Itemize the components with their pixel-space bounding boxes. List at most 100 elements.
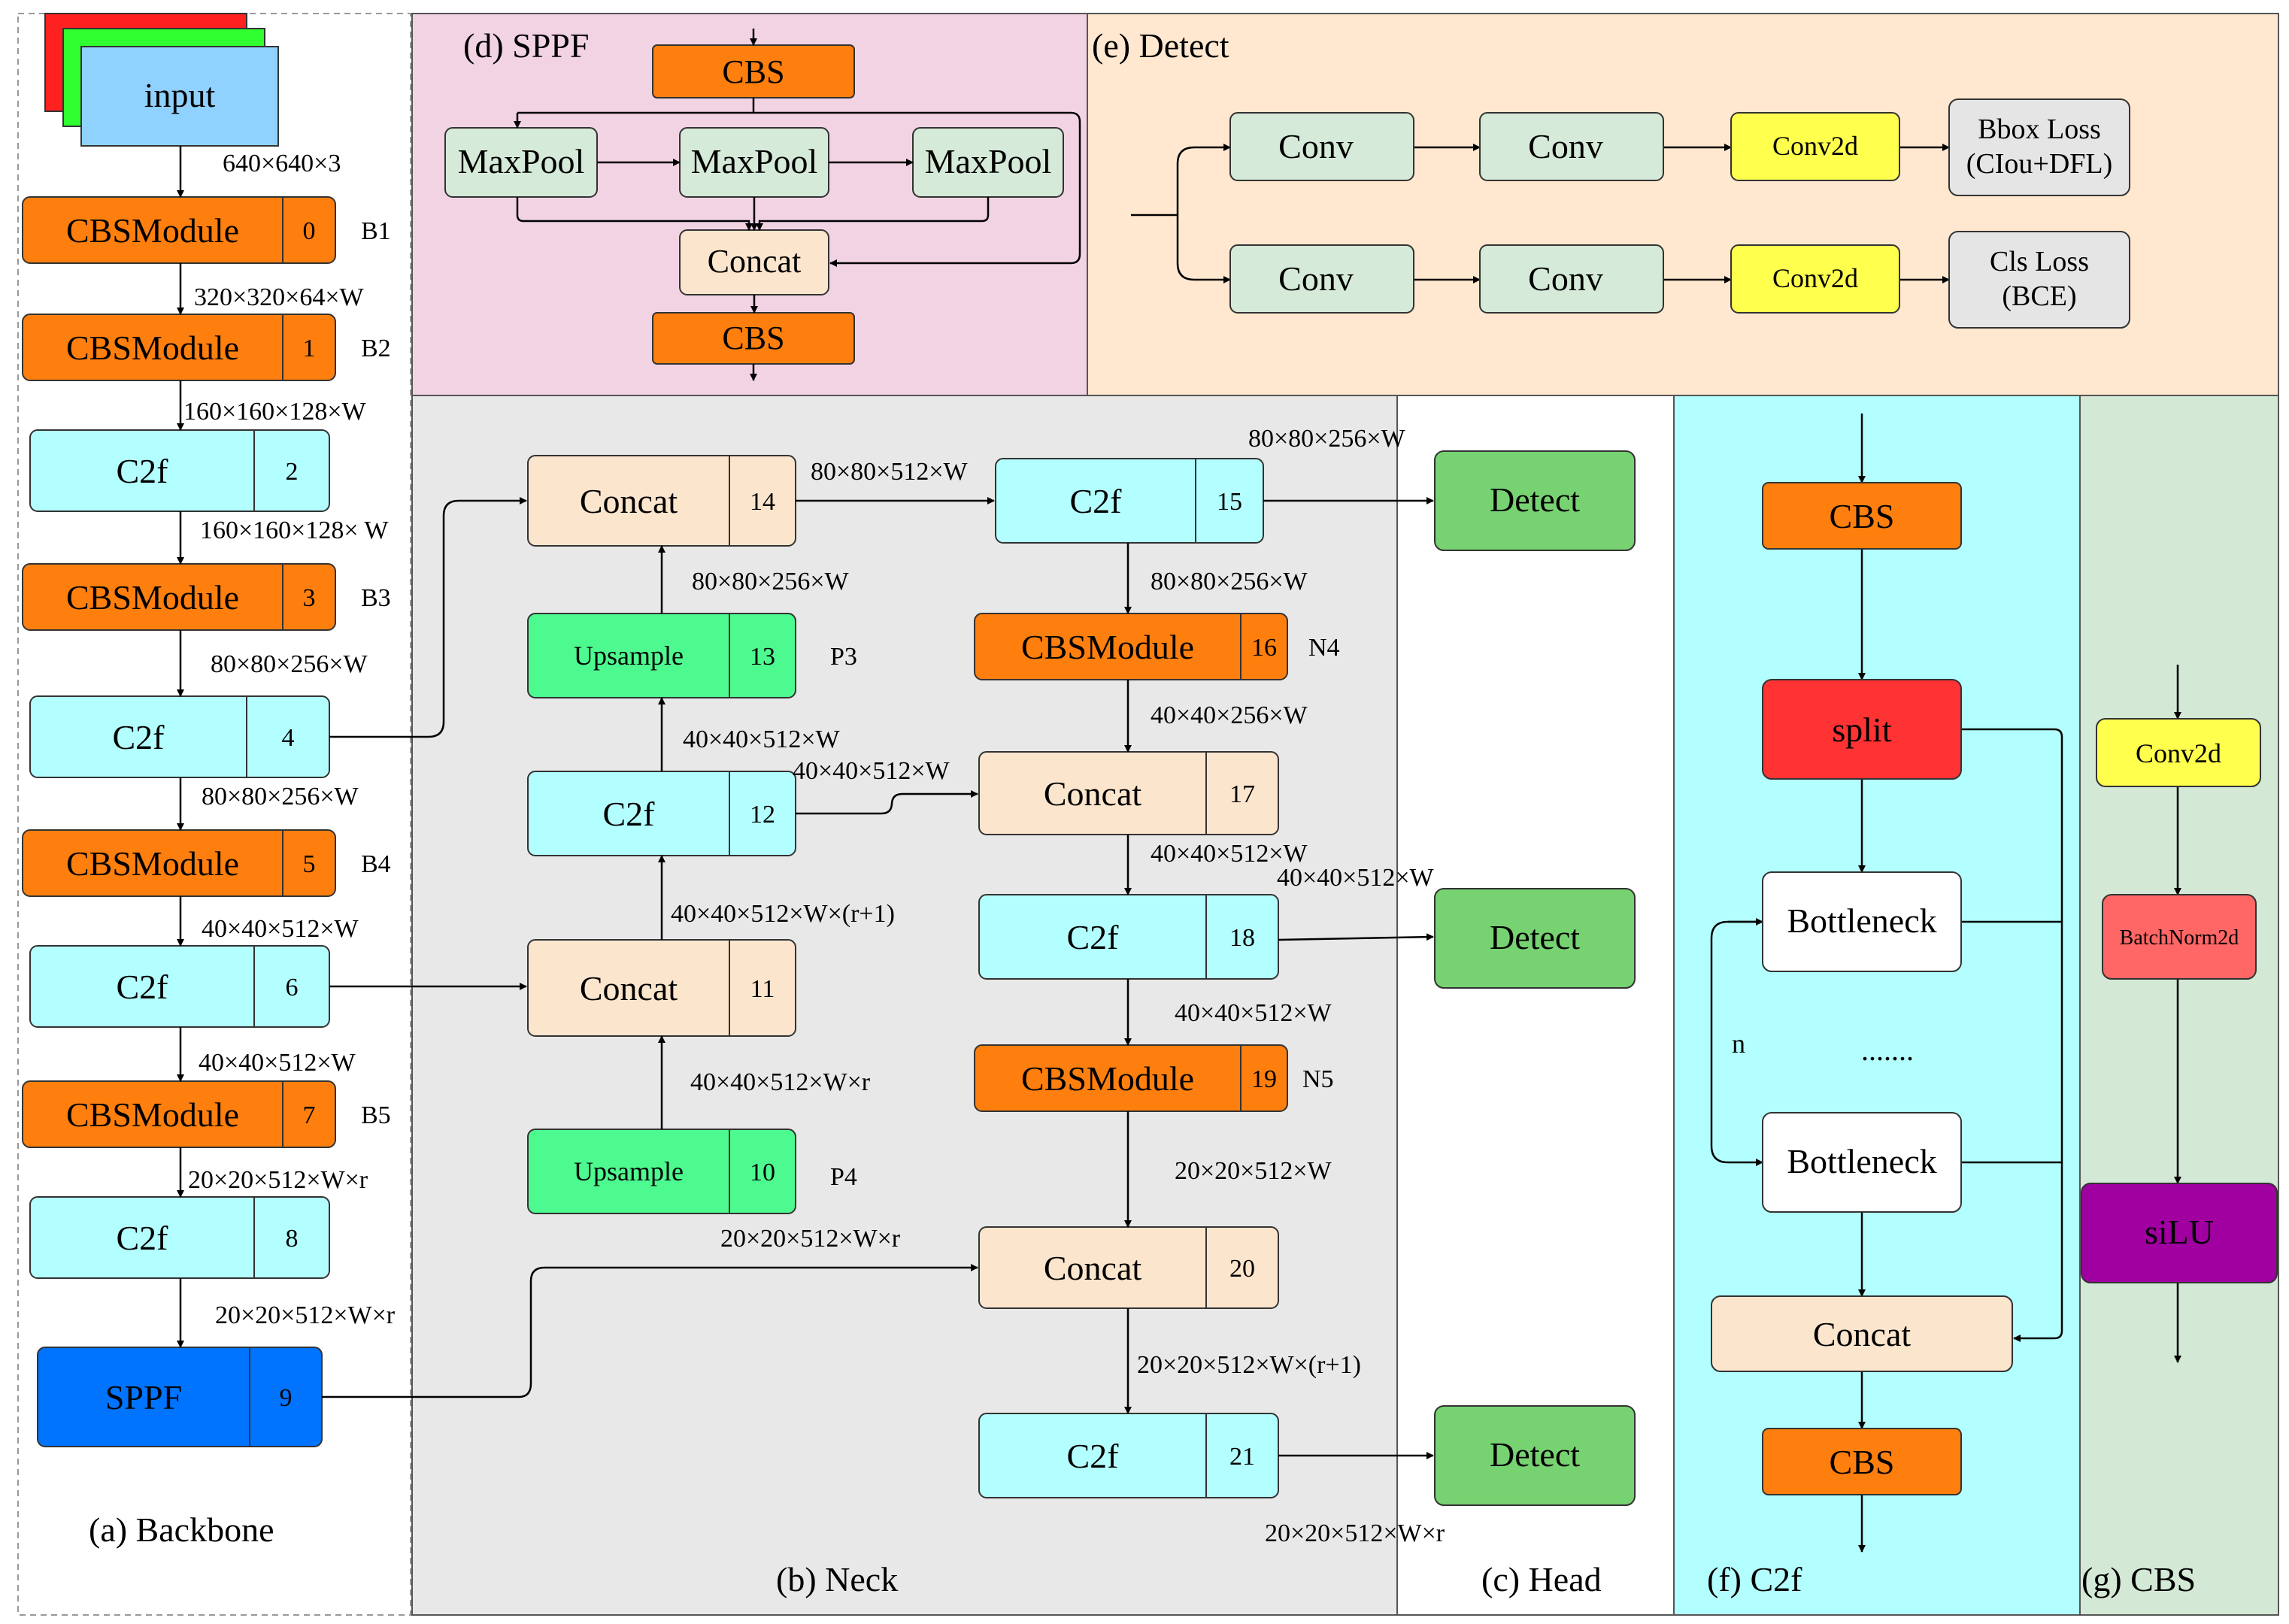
neck-block-19: CBSModule 19: [974, 1044, 1288, 1112]
c2f-cbs-bottom-label: CBS: [1830, 1443, 1895, 1481]
block-tag: B3: [361, 584, 391, 612]
block-label: SPPF: [105, 1378, 182, 1416]
dim-12-17: 40×40×512×W: [793, 757, 950, 785]
dim-12-13: 40×40×512×W: [683, 726, 841, 753]
sppf-cbs-bottom-label: CBS: [722, 320, 784, 356]
block-index: 13: [750, 643, 775, 671]
block-tag: B4: [361, 850, 391, 878]
c2f-bottleneck-2-label: Bottleneck: [1787, 1142, 1936, 1180]
block-index: 16: [1251, 634, 1277, 662]
dim-9-20: 20×20×512×W×r: [720, 1225, 901, 1253]
neck-block-21: C2f 21: [978, 1413, 1279, 1498]
dim-19-20: 20×20×512×W: [1175, 1157, 1332, 1185]
detect-box: [1434, 450, 1636, 551]
head-detect-1: Detect: [1434, 450, 1636, 551]
detect-conv-b1: [1229, 244, 1414, 314]
sppf-maxpool-3-label: MaxPool: [925, 142, 1052, 180]
dim-14-15: 80×80×512×W: [811, 458, 969, 486]
edge-c2f4-concat14: [329, 497, 527, 738]
sppf-detail: CBS MaxPool MaxPool MaxPool Concat CBS: [444, 29, 1081, 381]
block-label: CBSModule: [66, 211, 239, 250]
input-layer-blue: [80, 46, 279, 147]
block-label: CBSModule: [1021, 628, 1194, 666]
c2f-detail: CBS split Bottleneck ....... n Bottlenec…: [1710, 414, 2063, 1553]
block-label: C2f: [603, 795, 656, 833]
detect-conv2d-b-label: Conv2d: [1772, 263, 1858, 293]
cbs-panel: [2079, 395, 2279, 1616]
c2f-cbs-top-label: CBS: [1830, 497, 1895, 535]
backbone-block-3: CBSModule 3 B3: [22, 563, 391, 631]
backbone-dim-label: 20×20×512×W×r: [215, 1301, 396, 1329]
block-index: 14: [750, 488, 775, 516]
detect-label: Detect: [1490, 480, 1580, 519]
block-box: [29, 1196, 330, 1279]
block-label: Concat: [1044, 1249, 1142, 1287]
neck-title: (b) Neck: [776, 1560, 898, 1598]
sppf-maxpool-1-label: MaxPool: [458, 142, 585, 180]
head-detect-3: Detect: [1434, 1405, 1636, 1506]
block-index: 0: [303, 217, 316, 245]
detect-cls-loss: [1948, 231, 2130, 329]
block-label: CBSModule: [66, 329, 239, 367]
cbs-batchnorm-label: BatchNorm2d: [2120, 926, 2239, 950]
detect-box: [1434, 888, 1636, 989]
sppf-edge-mp1-concat: [516, 197, 753, 231]
block-index: 8: [286, 1225, 299, 1253]
c2f-edge-loop: [1710, 920, 1763, 1166]
c2f-bottleneck-2: [1762, 1112, 1962, 1213]
block-index: 10: [750, 1159, 775, 1186]
head-detect-2: Detect: [1434, 888, 1636, 989]
block-label: CBSModule: [66, 844, 239, 883]
block-index: 9: [280, 1384, 293, 1412]
block-index: 21: [1229, 1443, 1255, 1471]
c2f-cbs-bottom: [1762, 1428, 1962, 1495]
block-index: 3: [303, 584, 316, 612]
c2f-title: (f) C2f: [1707, 1560, 1802, 1598]
block-label: C2f: [117, 968, 169, 1006]
detect-label: Detect: [1490, 918, 1580, 956]
block-index: 15: [1217, 488, 1242, 516]
block-label: C2f: [1070, 482, 1123, 520]
c2f-bottleneck-1-label: Bottleneck: [1787, 901, 1936, 940]
block-index: 19: [1251, 1065, 1277, 1093]
detect-cls-loss-line2: (BCE): [2002, 280, 2076, 312]
block-tag: B1: [361, 217, 391, 245]
neck-block-12: C2f 12: [527, 771, 796, 856]
block-label: CBSModule: [1021, 1059, 1194, 1098]
block-index: 2: [286, 458, 299, 486]
backbone-dim-label: 160×160×128× W: [200, 517, 389, 544]
c2f-cbs-top: [1762, 482, 1962, 550]
detect-cls-loss-line1: Cls Loss: [1990, 246, 2089, 277]
cbs-silu-label: siLU: [2145, 1213, 2214, 1251]
backbone-dim-label: 160×160×128×W: [183, 398, 367, 426]
dim-13-14: 80×80×256×W: [692, 568, 850, 595]
detect-conv-a2: [1479, 112, 1664, 181]
c2f-repeat-n: n: [1732, 1029, 1745, 1059]
block-tag: B5: [361, 1101, 391, 1129]
block-label: Concat: [580, 482, 678, 520]
block-index: 12: [750, 801, 775, 829]
sppf-maxpool-2-label: MaxPool: [691, 142, 818, 180]
backbone-dim-label: 20×20×512×W×r: [188, 1166, 368, 1194]
tag-n4: N4: [1308, 634, 1340, 662]
sppf-cbs-top-label: CBS: [722, 53, 784, 90]
detect-conv-b2-label: Conv: [1528, 259, 1603, 298]
tag-n5: N5: [1302, 1065, 1334, 1093]
block-label: C2f: [1067, 1437, 1120, 1475]
cbs-title: (g) CBS: [2081, 1560, 2196, 1598]
edge-c2f12-concat17: [796, 790, 978, 815]
c2f-dots: .......: [1861, 1033, 1914, 1067]
neck-block-15: C2f 15: [995, 458, 1264, 544]
dim-18-out: 40×40×512×W: [1277, 864, 1435, 892]
backbone-dim-label: 80×80×256×W: [211, 650, 368, 678]
block-label: CBSModule: [66, 578, 239, 617]
dim-21-out: 20×20×512×W×r: [1265, 1519, 1445, 1547]
block-index: 7: [303, 1101, 316, 1129]
dim-18-19: 40×40×512×W: [1175, 999, 1332, 1027]
